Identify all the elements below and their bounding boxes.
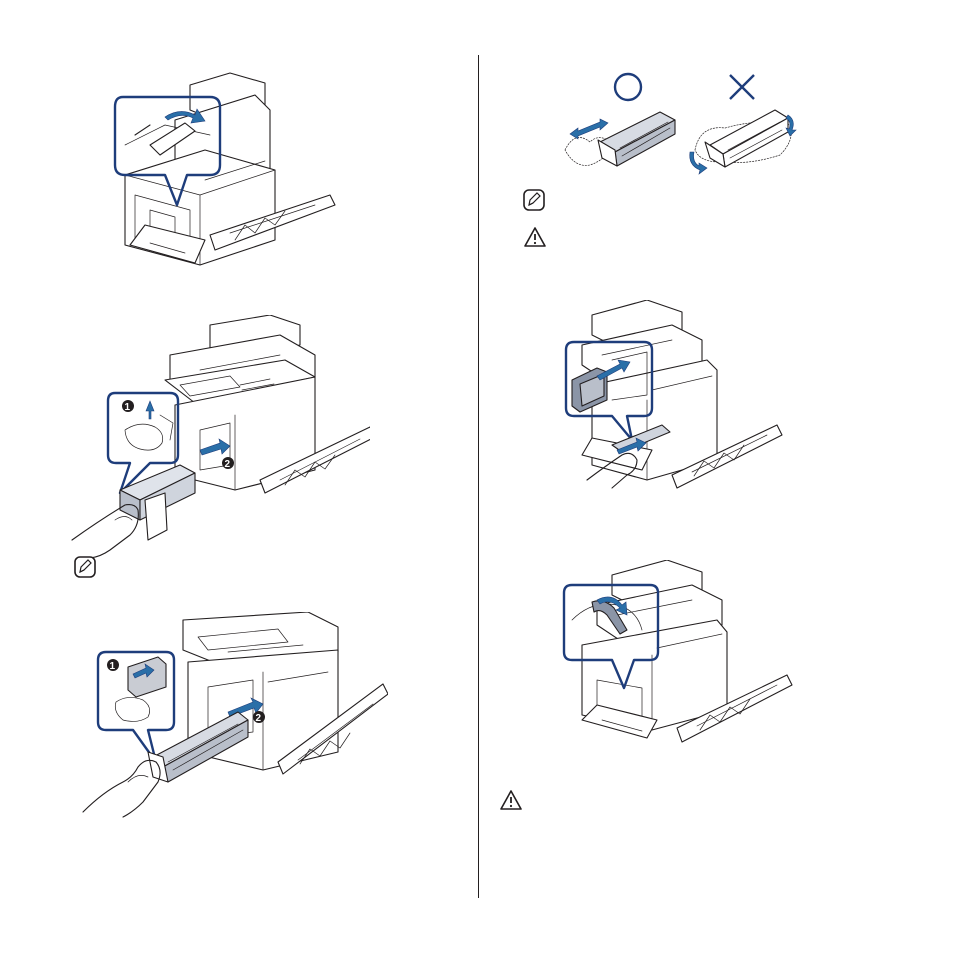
step-badge-1-label: 1 <box>125 402 131 413</box>
slide-arrow-icon <box>570 119 608 139</box>
note-icon <box>74 556 96 578</box>
caution-icon <box>499 789 523 811</box>
correct-circle-icon <box>615 74 641 100</box>
figure-lock-lever <box>552 560 797 760</box>
column-divider <box>478 55 479 898</box>
figure-open-front-cover <box>105 65 345 275</box>
figure-remove-transfer-belt-cleaner: 2 1 <box>78 612 388 822</box>
up-arrow-icon <box>146 401 154 419</box>
step-badge-2-label: 2 <box>225 459 231 470</box>
caution-icon <box>523 226 547 248</box>
figure-remove-waste-toner-container: 2 1 <box>70 315 370 560</box>
incorrect-cross-icon <box>730 75 754 99</box>
note-icon <box>523 189 545 211</box>
step-badge-2-label: 2 <box>256 713 262 724</box>
step-badge-1-label: 1 <box>110 661 116 672</box>
figure-handle-cleaner-correct-incorrect <box>560 70 810 185</box>
figure-insert-new-cleaner <box>552 300 787 500</box>
